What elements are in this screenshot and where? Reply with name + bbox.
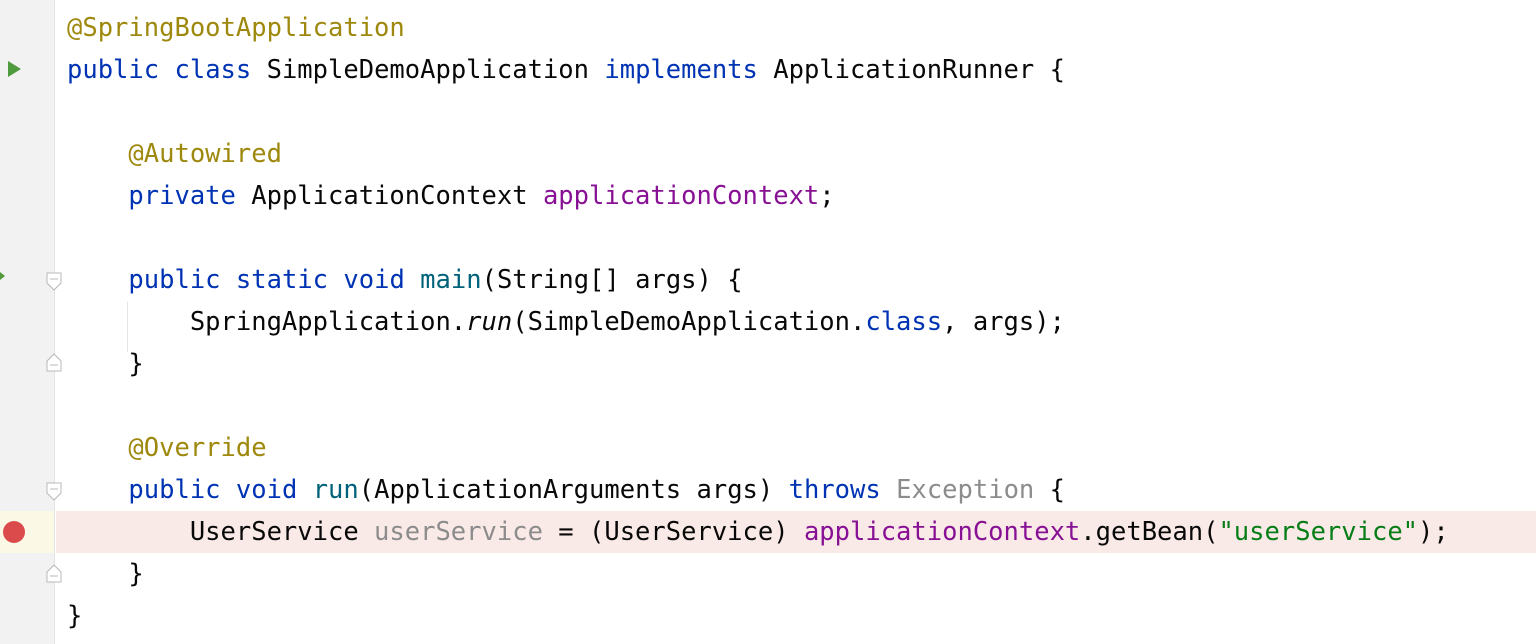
code-token: run (312, 475, 359, 505)
code-token: { (1034, 475, 1065, 505)
code-line[interactable]: public void run(ApplicationArguments arg… (56, 469, 1536, 511)
code-line[interactable]: private ApplicationContext applicationCo… (56, 175, 1536, 217)
code-token: "userService" (1218, 517, 1419, 547)
code-token: @SpringBootApplication (67, 13, 405, 43)
code-token (67, 433, 128, 463)
code-token: private (128, 181, 236, 211)
code-token: (ApplicationArguments args) (358, 475, 789, 505)
code-token (297, 475, 312, 505)
code-line[interactable]: } (56, 595, 1536, 637)
indent-guide (127, 302, 128, 352)
code-editor[interactable]: @SpringBootApplication public class Simpl… (56, 0, 1536, 644)
code-token: } (67, 559, 144, 589)
code-token (67, 139, 128, 169)
code-token (67, 265, 128, 295)
code-token: SimpleDemoApplication (251, 55, 605, 85)
code-line[interactable]: public static void main(String[] args) { (56, 259, 1536, 301)
code-line[interactable]: } (56, 343, 1536, 385)
code-token (67, 181, 128, 211)
code-token: applicationContext (803, 517, 1081, 547)
code-token: (String[] args) { (481, 265, 743, 295)
code-line[interactable] (56, 217, 1536, 259)
code-token (159, 55, 174, 85)
fold-open-icon[interactable] (46, 482, 62, 502)
code-token (328, 265, 343, 295)
fold-close-icon[interactable] (46, 352, 62, 372)
code-token: void (343, 265, 405, 295)
code-token: public (128, 475, 221, 505)
code-token: void (235, 475, 298, 505)
code-line[interactable]: UserService userService = (UserService) … (56, 511, 1536, 553)
code-token: (SimpleDemoApplication. (512, 307, 866, 337)
run-main-icon[interactable] (0, 272, 5, 280)
code-token: public (128, 265, 221, 295)
code-token (67, 475, 128, 505)
code-line[interactable] (56, 91, 1536, 133)
run-class-icon[interactable] (8, 61, 21, 77)
fold-close-icon[interactable] (46, 563, 62, 583)
code-token: UserService (67, 517, 375, 547)
breakpoint-icon[interactable] (3, 521, 25, 543)
code-token (405, 265, 420, 295)
code-token (221, 265, 236, 295)
code-token: ); (1418, 517, 1449, 547)
code-token: class (865, 307, 943, 337)
code-line[interactable]: @Autowired (56, 133, 1536, 175)
code-token: SpringApplication. (67, 307, 467, 337)
code-token (881, 475, 896, 505)
code-line[interactable]: public class SimpleDemoApplication imple… (56, 49, 1536, 91)
code-line[interactable] (56, 385, 1536, 427)
code-token: ApplicationContext (235, 181, 543, 211)
code-token: static (235, 265, 329, 295)
code-line[interactable]: @SpringBootApplication (56, 7, 1536, 49)
code-token (221, 475, 236, 505)
code-token: = (UserService) (542, 517, 804, 547)
code-line[interactable]: } (56, 553, 1536, 595)
code-token: @Override (128, 433, 267, 463)
code-token: .getBean( (1080, 517, 1219, 547)
code-token: public (67, 55, 160, 85)
code-token: applicationContext (542, 181, 820, 211)
editor-gutter[interactable] (0, 0, 62, 644)
code-token: main (420, 265, 482, 295)
code-token: ApplicationRunner { (757, 55, 1065, 85)
code-token: run (466, 307, 513, 337)
code-token: @Autowired (128, 139, 282, 169)
code-line[interactable]: @Override (56, 427, 1536, 469)
fold-open-icon[interactable] (46, 272, 62, 292)
code-token: userService (374, 517, 543, 547)
code-token: Exception (896, 475, 1035, 505)
code-token: } (67, 601, 83, 631)
code-token: } (67, 349, 144, 379)
code-token: class (174, 55, 252, 85)
code-token: implements (604, 55, 758, 85)
code-line[interactable]: SpringApplication.run(SimpleDemoApplicat… (56, 301, 1536, 343)
code-token: throws (788, 475, 881, 505)
code-token: , args); (942, 307, 1065, 337)
code-token: ; (819, 181, 835, 211)
